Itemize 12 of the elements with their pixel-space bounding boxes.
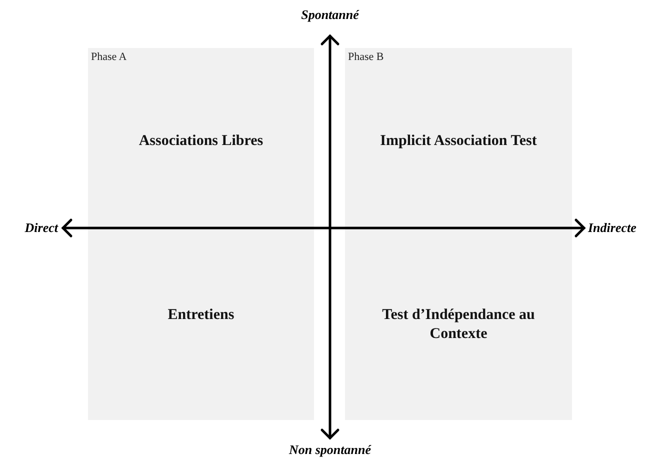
axis-label: Indirecte xyxy=(588,219,638,237)
axis-label: Direct xyxy=(24,219,58,237)
method-label: Associations Libres xyxy=(138,132,264,151)
method-label: Test d’Indépendance au Contexte xyxy=(381,306,536,344)
phase-label: Phase B xyxy=(348,50,384,65)
axis-label: Spontanné xyxy=(300,6,360,24)
phase-label: Phase A xyxy=(91,50,127,65)
axis-label: Non spontanné xyxy=(288,441,372,459)
method-label: Entretiens xyxy=(166,306,236,325)
quadrant-panel xyxy=(345,48,572,420)
method-label: Implicit Association Test xyxy=(379,132,538,151)
quadrant-panel xyxy=(88,48,314,420)
